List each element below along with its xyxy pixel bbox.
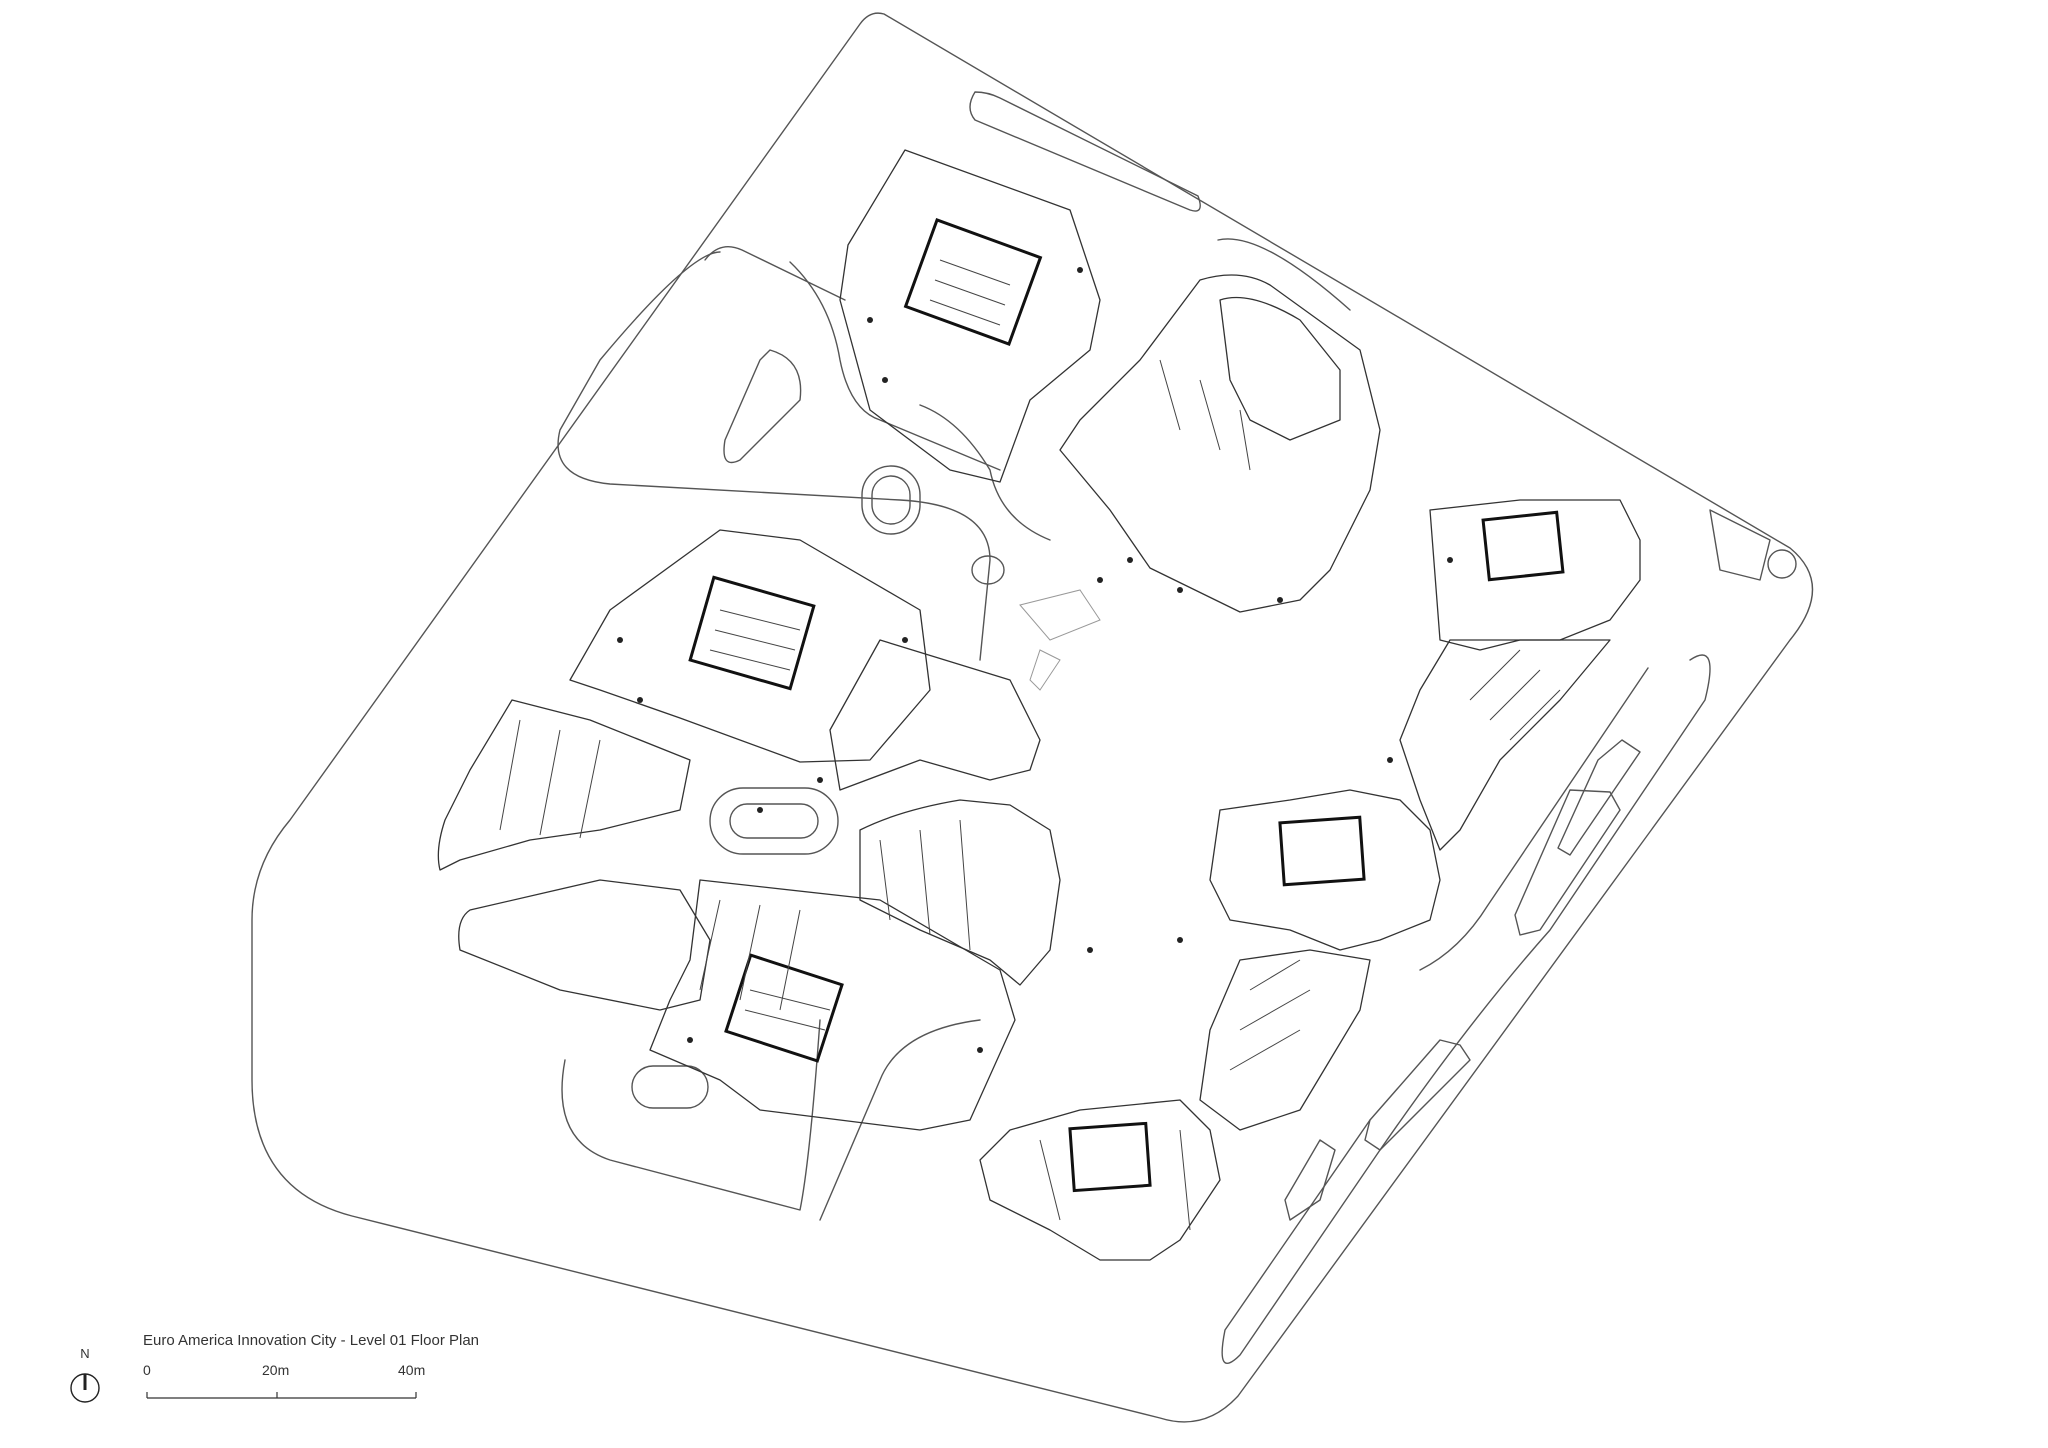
landscape-island-1 xyxy=(723,349,802,464)
scale-label-20m: 20m xyxy=(262,1362,290,1378)
core-east-tower-2 xyxy=(1278,815,1366,887)
building-west-tower xyxy=(569,529,931,763)
core-north-tower xyxy=(903,218,1043,346)
east-pond-2 xyxy=(1364,1039,1471,1151)
core-south-tower xyxy=(724,953,844,1063)
east-pond-3 xyxy=(1284,1139,1336,1221)
paving-hatch xyxy=(1019,589,1101,691)
columns xyxy=(617,267,1453,1053)
road-edge-east xyxy=(1221,654,1711,1365)
core-east-tower-1 xyxy=(1481,510,1565,582)
building-east-tower-2 xyxy=(1209,789,1441,951)
building-center-south xyxy=(859,799,1061,986)
roundabout-island-north xyxy=(861,465,921,535)
building-east-tower-3 xyxy=(979,1099,1221,1261)
landmark-circle xyxy=(1767,549,1797,579)
roundabout-island-middle-inner xyxy=(729,803,819,839)
road-edge-east-2 xyxy=(1419,667,1649,971)
road-edge-west xyxy=(557,251,991,661)
building-east-tower-1 xyxy=(1429,499,1641,651)
roundabout-island-inner xyxy=(871,475,911,525)
north-compass xyxy=(70,1373,100,1403)
drawing-title: Euro America Innovation City - Level 01 … xyxy=(143,1332,479,1349)
building-east-retail-spine xyxy=(1399,639,1611,851)
building-east-retail-south xyxy=(1199,949,1371,1131)
scale-label-0: 0 xyxy=(143,1362,151,1378)
road-edge-south-2 xyxy=(819,1019,981,1221)
core-east-tower-3 xyxy=(1068,1121,1152,1193)
scale-bar xyxy=(146,1392,417,1399)
building-west-retail xyxy=(437,699,691,871)
scale-label-40m: 40m xyxy=(398,1362,426,1378)
road-edge-center xyxy=(919,404,1051,541)
building-south-tower xyxy=(649,879,1016,1131)
road-edge-north xyxy=(969,91,1201,212)
site-boundary xyxy=(251,12,1814,1423)
road-edge-west-2 xyxy=(789,261,1001,471)
core-west-tower xyxy=(688,575,816,691)
building-central xyxy=(829,639,1041,791)
east-pond xyxy=(1514,789,1621,936)
building-north-tower xyxy=(839,149,1101,483)
plaza-triangle xyxy=(1709,509,1771,581)
landscape-island-south xyxy=(631,1065,709,1109)
interior-partitions xyxy=(499,259,1561,1231)
building-south-west-retail xyxy=(458,879,711,1011)
north-label: N xyxy=(80,1346,90,1361)
east-landscape-strip xyxy=(1557,739,1641,856)
roundabout-center xyxy=(971,555,1005,585)
courtyard-north-east xyxy=(1219,296,1341,441)
roundabout-island-middle xyxy=(709,787,839,855)
road-edge-south xyxy=(561,1019,821,1211)
building-north-east xyxy=(1059,274,1381,613)
road-edge-nw xyxy=(704,238,1351,311)
